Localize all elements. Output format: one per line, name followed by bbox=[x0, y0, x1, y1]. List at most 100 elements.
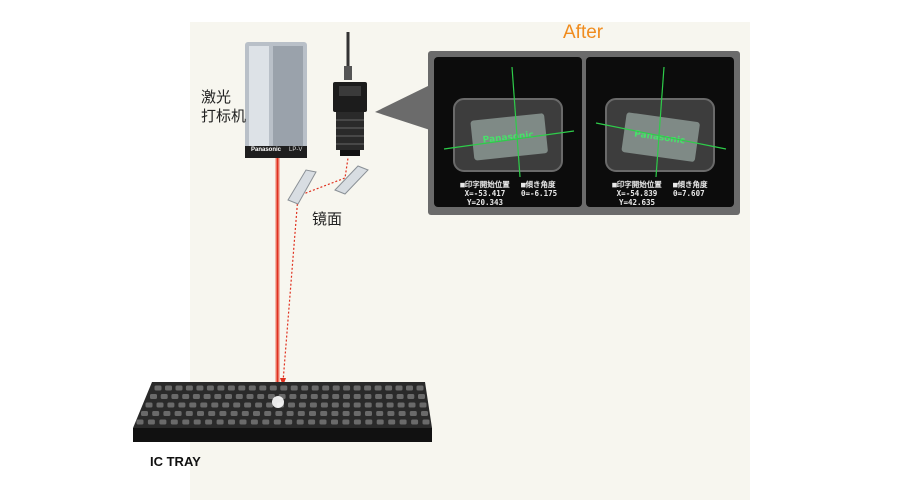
tray-pocket bbox=[332, 394, 339, 399]
tray-pocket bbox=[275, 411, 282, 416]
tray-pocket bbox=[407, 394, 414, 399]
tray-pocket bbox=[171, 420, 178, 425]
tray-pocket bbox=[410, 411, 417, 416]
tray-pocket bbox=[312, 386, 319, 391]
tray-pocket bbox=[388, 420, 395, 425]
tray-pocket bbox=[333, 386, 340, 391]
ic-tray-label: IC TRAY bbox=[150, 454, 201, 469]
tray-pocket bbox=[411, 420, 418, 425]
tray-pocket bbox=[342, 420, 349, 425]
tray-pocket bbox=[376, 403, 383, 408]
camera-view-path bbox=[283, 196, 298, 382]
tray-pocket bbox=[291, 386, 298, 391]
tray-pocket bbox=[298, 411, 305, 416]
tray-pocket bbox=[204, 394, 211, 399]
tray-pocket bbox=[376, 411, 383, 416]
tray-pocket bbox=[231, 411, 238, 416]
camera-screen-right: Panasonic ■印字開始位置 X=-54.839 Y=42.635 ■傾き… bbox=[586, 57, 734, 207]
tray-pocket bbox=[182, 420, 189, 425]
mirror-label: 镜面 bbox=[312, 210, 342, 229]
tray-pocket bbox=[264, 411, 271, 416]
tray-pocket bbox=[205, 420, 212, 425]
tray-pocket bbox=[400, 420, 407, 425]
tray-pocket bbox=[354, 394, 361, 399]
angle-title-left: ■傾き角度 bbox=[521, 180, 557, 189]
brand-label: Panasonic bbox=[251, 147, 281, 153]
tray-pocket bbox=[247, 394, 254, 399]
ic-tray bbox=[133, 382, 432, 442]
tray-pocket bbox=[148, 420, 155, 425]
pos-title-right: ■印字開始位置 bbox=[602, 180, 672, 189]
tray-pocket bbox=[399, 411, 406, 416]
tray-pocket bbox=[197, 411, 204, 416]
tray-pocket bbox=[141, 411, 148, 416]
x-value-left: X=-53.417 bbox=[450, 189, 520, 198]
tray-pocket bbox=[178, 403, 185, 408]
tray-pocket bbox=[343, 386, 350, 391]
tray-pocket bbox=[186, 386, 193, 391]
tray-pocket bbox=[364, 386, 371, 391]
camera-body-detail bbox=[339, 86, 361, 96]
tray-pocket bbox=[406, 386, 413, 391]
tray-pocket bbox=[285, 420, 292, 425]
tray-pocket bbox=[287, 411, 294, 416]
laser-marker-label: 激光 打标机 bbox=[201, 88, 246, 126]
angle-value-left: θ=-6.175 bbox=[521, 189, 557, 198]
tray-pocket bbox=[421, 411, 428, 416]
tray-pocket bbox=[377, 420, 384, 425]
tray-pocket bbox=[365, 420, 372, 425]
tray-pocket bbox=[375, 386, 382, 391]
tray-pocket bbox=[343, 411, 350, 416]
tray-pocket bbox=[155, 386, 162, 391]
laser-marker-label-line1: 激光 bbox=[201, 88, 246, 107]
tray-pocket bbox=[175, 411, 182, 416]
tray-pocket bbox=[397, 394, 404, 399]
tray-pocket bbox=[320, 411, 327, 416]
tray-pocket bbox=[309, 411, 316, 416]
tray-pocket bbox=[423, 420, 430, 425]
tray-pocket bbox=[167, 403, 174, 408]
tray-pocket bbox=[186, 411, 193, 416]
tray-pocket bbox=[225, 394, 232, 399]
tray-pocket bbox=[255, 403, 262, 408]
tray-pocket bbox=[343, 394, 350, 399]
tray-pocket bbox=[311, 394, 318, 399]
tray-pocket bbox=[207, 386, 214, 391]
tray-pocket bbox=[222, 403, 229, 408]
y-value-right: Y=42.635 bbox=[602, 198, 672, 207]
tray-pocket bbox=[418, 394, 425, 399]
tray-pocket bbox=[182, 394, 189, 399]
tray-pocket bbox=[343, 403, 350, 408]
tray-pocket bbox=[354, 411, 361, 416]
tray-pocket bbox=[301, 386, 308, 391]
angle-value-right: θ=7.607 bbox=[673, 189, 708, 198]
tray-pocket bbox=[365, 403, 372, 408]
tray-pocket bbox=[262, 420, 269, 425]
tray-pocket bbox=[211, 403, 218, 408]
tray-pocket bbox=[322, 386, 329, 391]
tray-pocket bbox=[321, 403, 328, 408]
tray-pocket bbox=[310, 403, 317, 408]
x-value-right: X=-54.839 bbox=[602, 189, 672, 198]
tray-pocket bbox=[259, 386, 266, 391]
tray-pocket bbox=[288, 403, 295, 408]
camera-result-panel: Panasonic ■印字開始位置 X=-53.417 Y=20.343 ■傾き… bbox=[428, 51, 740, 215]
tray-pocket bbox=[420, 403, 427, 408]
tray-pocket bbox=[280, 386, 287, 391]
tray-pocket bbox=[176, 386, 183, 391]
after-title: After bbox=[563, 22, 603, 44]
tray-pocket bbox=[322, 394, 329, 399]
tray-pocket bbox=[208, 411, 215, 416]
tray-pocket bbox=[217, 420, 224, 425]
tray-pocket bbox=[189, 403, 196, 408]
tray-pocket bbox=[257, 394, 264, 399]
tray-pocket bbox=[375, 394, 382, 399]
tray-pocket bbox=[200, 403, 207, 408]
tray-pocket bbox=[274, 420, 281, 425]
tray-pocket bbox=[387, 411, 394, 416]
tray-pocket bbox=[161, 394, 168, 399]
tray-pocket bbox=[297, 420, 304, 425]
tray-pocket bbox=[364, 394, 371, 399]
tray-pocket bbox=[320, 420, 327, 425]
tray-pocket bbox=[266, 403, 273, 408]
